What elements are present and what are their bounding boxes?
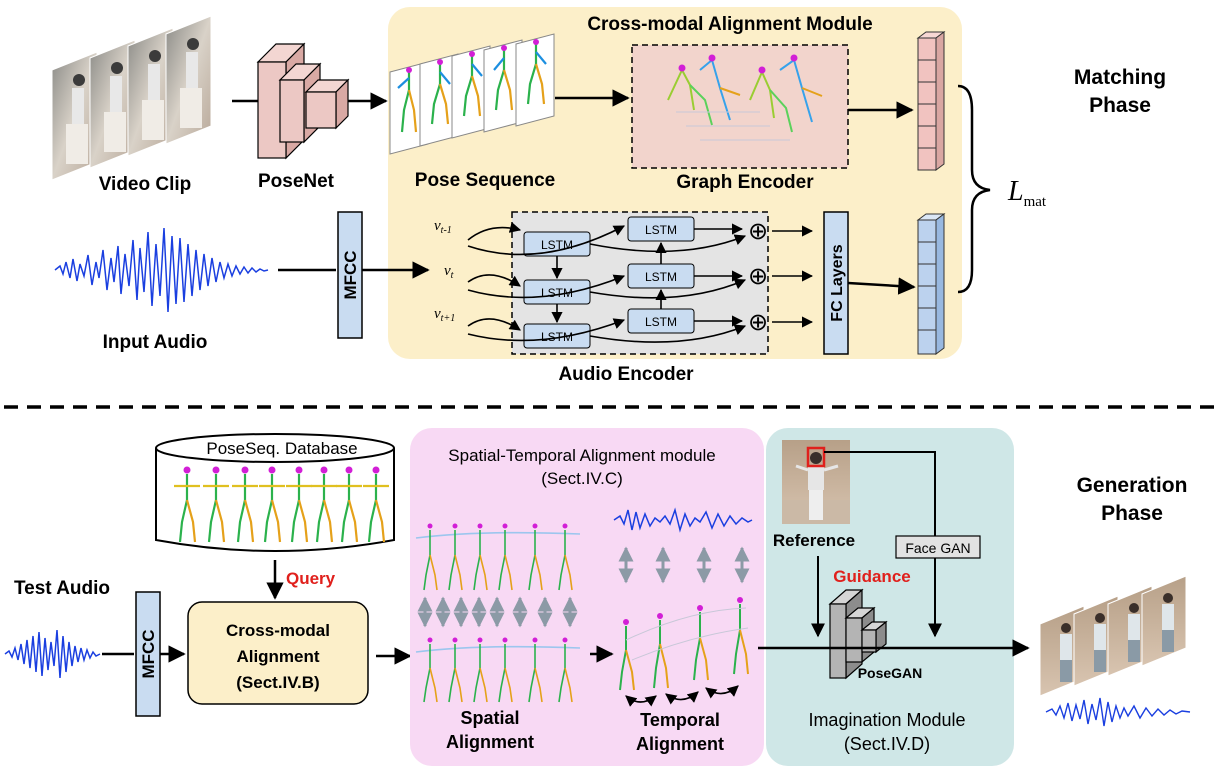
mfcc-block-bottom — [135, 591, 161, 717]
reference-image — [782, 440, 850, 524]
generation-phase: PoseSeq. Database Query Test Audio MFCC … — [4, 428, 1191, 766]
temporal-curved-arrows — [625, 685, 739, 707]
svg-text:LSTM: LSTM — [541, 330, 573, 344]
generation-phase-title-2: Phase — [1101, 502, 1163, 525]
spatial-alignment-arrows — [417, 596, 578, 628]
graph-encoder-box — [631, 44, 849, 169]
input-v-prev: vt-1 — [434, 218, 452, 236]
cma-line2: Alignment — [236, 647, 319, 666]
temporal-alignment-arrows — [618, 546, 750, 584]
input-audio-waveform — [54, 227, 269, 313]
matching-brace — [957, 84, 991, 294]
guidance-label: Guidance — [833, 567, 910, 586]
test-audio-label: Test Audio — [14, 578, 110, 599]
spatial-skeletons-top — [415, 530, 581, 591]
input-v-cur: vt — [444, 263, 454, 281]
sum-nodes: ⊕ ⊕ ⊕ — [748, 218, 768, 336]
cma-line3: (Sect.IV.B) — [236, 673, 319, 692]
temporal-label-1: Temporal — [640, 710, 720, 730]
test-audio-waveform — [4, 629, 101, 679]
cross-modal-alignment-box — [187, 601, 369, 705]
pose-sequence-cards — [389, 33, 555, 155]
spatial-label-2: Alignment — [446, 732, 534, 752]
svg-text:⊕: ⊕ — [748, 309, 768, 336]
database-label: PoseSeq. Database — [206, 439, 357, 458]
spatial-label-1: Spatial — [460, 708, 519, 728]
audio-feature-vector — [916, 213, 946, 355]
spatial-skeletons-bottom — [415, 644, 581, 703]
lstm-connections — [467, 221, 747, 343]
temporal-audio-waveform — [613, 507, 753, 533]
svg-text:LSTM: LSTM — [645, 270, 677, 284]
mfcc-block-top — [337, 211, 363, 339]
imagination-label-1: Imagination Module — [808, 710, 965, 730]
face-gan-box — [895, 535, 981, 559]
face-gan-label: Face GAN — [905, 540, 970, 556]
output-video-frames — [1039, 575, 1187, 697]
cross-modal-module-title: Cross-modal Alignment Module — [587, 14, 872, 35]
temporal-skeletons — [619, 604, 749, 691]
matching-phase-title: Matching — [1074, 66, 1166, 89]
video-clip-frames — [51, 15, 212, 181]
pose-sequence-label: Pose Sequence — [415, 170, 555, 191]
input-audio-label: Input Audio — [103, 332, 208, 353]
posenet-label: PoseNet — [258, 171, 335, 192]
video-clip-label: Video Clip — [99, 174, 192, 195]
svg-text:⊕: ⊕ — [748, 218, 768, 245]
imagination-label-2: (Sect.IV.D) — [844, 734, 930, 754]
fc-layers-label: FC Layers — [829, 244, 846, 321]
audio-encoder-label: Audio Encoder — [558, 364, 694, 385]
sta-title-1: Spatial-Temporal Alignment module — [448, 446, 715, 465]
fc-layers-block — [823, 211, 849, 355]
matching-phase-title-2: Phase — [1089, 94, 1151, 117]
mfcc-label-bottom: MFCC — [139, 629, 158, 678]
cma-line1: Cross-modal — [226, 621, 330, 640]
pose-feature-vector — [916, 31, 946, 171]
input-v-next: vt+1 — [434, 306, 455, 324]
mfcc-label-top: MFCC — [341, 250, 360, 299]
sta-title-2: (Sect.IV.C) — [541, 469, 623, 488]
matching-phase: Cross-modal Alignment Module Video Clip … — [51, 7, 1166, 385]
temporal-label-2: Alignment — [636, 734, 724, 754]
loss-symbol: Lmat — [1007, 176, 1047, 210]
posegan-label: PoseGAN — [858, 665, 923, 681]
output-audio-waveform — [1045, 697, 1191, 727]
lstm-cells: LSTM LSTM LSTM LSTM LSTM LSTM — [523, 216, 695, 349]
posenet-block — [256, 42, 350, 160]
svg-text:⊕: ⊕ — [748, 263, 768, 290]
reference-label: Reference — [773, 531, 855, 550]
poseseq-database — [155, 433, 395, 552]
svg-text:LSTM: LSTM — [645, 315, 677, 329]
query-label: Query — [286, 569, 336, 588]
graph-encoder-label: Graph Encoder — [676, 172, 814, 193]
svg-text:LSTM: LSTM — [645, 223, 677, 237]
generation-phase-title: Generation — [1077, 474, 1188, 497]
